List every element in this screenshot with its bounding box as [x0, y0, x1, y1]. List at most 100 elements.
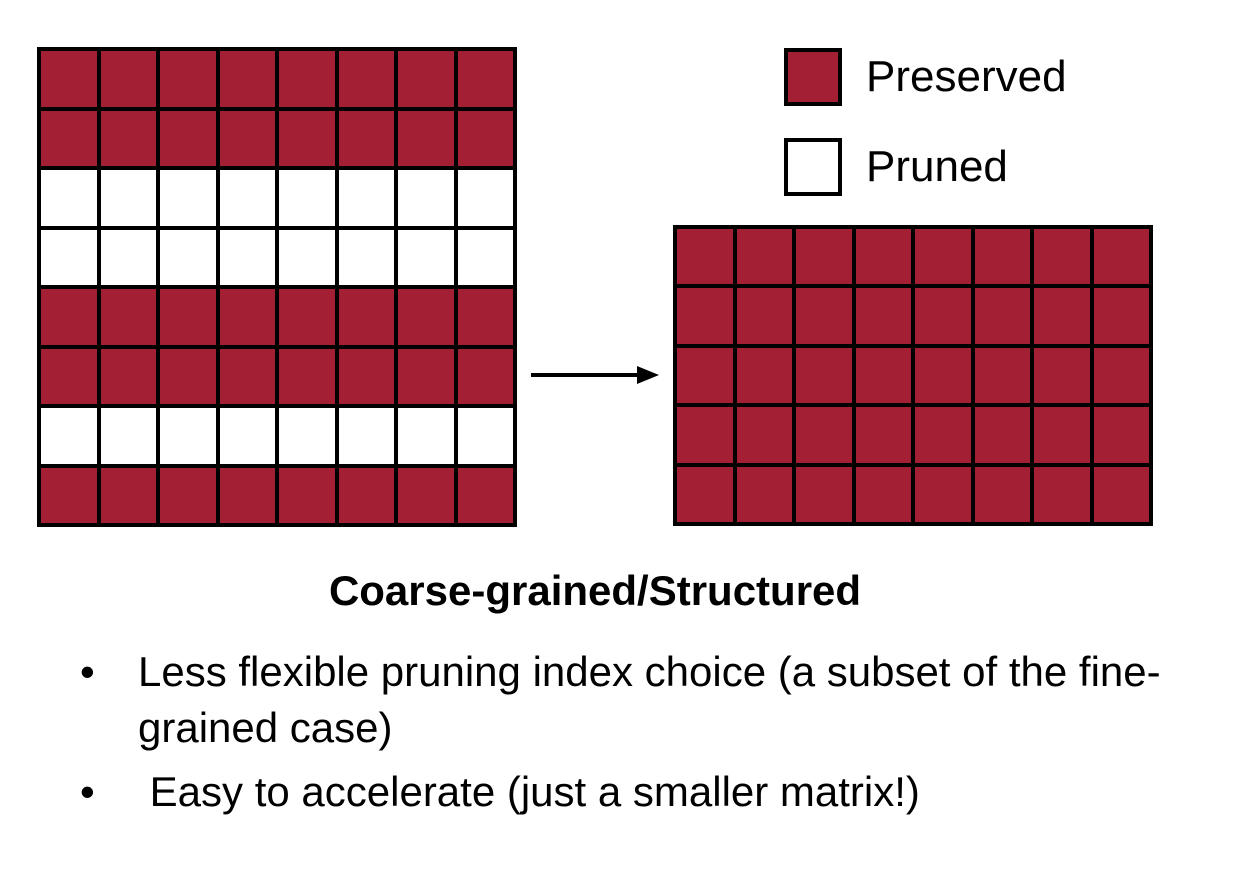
original-matrix-cell-pruned [338, 170, 394, 226]
original-matrix-cell-preserved [279, 289, 335, 345]
original-matrix-cell-pruned [219, 408, 275, 464]
original-matrix-cell-preserved [160, 467, 216, 523]
bullet-text: Easy to accelerate (just a smaller matri… [138, 768, 920, 815]
pruned-matrix-cell-preserved [1034, 347, 1090, 404]
original-matrix-cell-preserved [398, 110, 454, 166]
bullet-text: Less flexible pruning index choice (a su… [138, 648, 1161, 751]
original-matrix-cell-preserved [41, 110, 97, 166]
pruned-matrix-cell-preserved [736, 229, 792, 285]
original-matrix-cell-preserved [41, 467, 97, 523]
pruned-matrix-cell-preserved [796, 466, 852, 522]
original-matrix-cell-pruned [160, 229, 216, 285]
original-matrix-cell-preserved [398, 348, 454, 404]
pruned-matrix-cell-preserved [1093, 288, 1149, 344]
pruned-matrix-cell-preserved [1093, 407, 1149, 463]
original-matrix-cell-pruned [41, 229, 97, 285]
pruned-matrix-cell-preserved [855, 229, 911, 285]
pruned-matrix-cell-preserved [677, 229, 733, 285]
pruned-matrix-cell-preserved [677, 407, 733, 463]
pruned-matrix-cell-preserved [796, 347, 852, 404]
pruned-matrix-cell-preserved [677, 288, 733, 344]
bullet-list: • Less flexible pruning index choice (a … [80, 644, 1180, 828]
pruned-matrix-cell-preserved [1034, 407, 1090, 463]
original-matrix-cell-pruned [457, 408, 513, 464]
pruned-matrix-cell-preserved [855, 407, 911, 463]
original-matrix-cell-pruned [41, 170, 97, 226]
original-matrix-cell-preserved [338, 51, 394, 107]
original-matrix-cell-pruned [338, 408, 394, 464]
original-matrix-cell-pruned [100, 229, 156, 285]
pruned-matrix-cell-preserved [796, 229, 852, 285]
original-matrix-cell-preserved [219, 110, 275, 166]
original-matrix-cell-pruned [279, 408, 335, 464]
original-matrix-cell-preserved [219, 348, 275, 404]
original-matrix-cell-preserved [160, 51, 216, 107]
legend-item-preserved: Preserved [784, 48, 1067, 106]
diagram-caption: Coarse-grained/Structured [328, 567, 862, 614]
original-matrix-cell-preserved [100, 289, 156, 345]
original-matrix-cell-preserved [100, 51, 156, 107]
pruned-matrix-cell-preserved [915, 288, 971, 344]
pruned-matrix-cell-preserved [736, 347, 792, 404]
pruned-matrix-cell-preserved [855, 466, 911, 522]
original-matrix-cell-pruned [100, 408, 156, 464]
original-matrix-cell-preserved [457, 348, 513, 404]
original-matrix-cell-preserved [100, 348, 156, 404]
original-matrix-cell-pruned [338, 229, 394, 285]
arrow-right-icon [531, 366, 659, 384]
original-matrix-cell-preserved [41, 289, 97, 345]
pruned-matrix-cell-preserved [796, 407, 852, 463]
original-matrix-cell-preserved [398, 289, 454, 345]
original-matrix-cell-preserved [279, 348, 335, 404]
bullet-item: • Less flexible pruning index choice (a … [80, 644, 1180, 756]
pruned-matrix-cell-preserved [736, 407, 792, 463]
original-matrix-cell-preserved [457, 110, 513, 166]
bullet-marker: • [80, 768, 95, 815]
pruned-matrix-cell-preserved [1034, 229, 1090, 285]
original-matrix-cell-pruned [279, 170, 335, 226]
pruned-matrix-cell-preserved [1093, 466, 1149, 522]
original-matrix-cell-preserved [338, 467, 394, 523]
pruned-matrix-cell-preserved [974, 229, 1030, 285]
original-matrix-cell-preserved [219, 289, 275, 345]
original-matrix-cell-pruned [457, 229, 513, 285]
pruned-matrix-cell-preserved [1093, 347, 1149, 404]
pruned-matrix-cell-preserved [1034, 288, 1090, 344]
original-matrix-cell-preserved [279, 51, 335, 107]
original-matrix-cell-pruned [398, 408, 454, 464]
pruned-matrix-cell-preserved [915, 347, 971, 404]
legend-swatch-pruned [784, 138, 842, 196]
pruned-matrix-cell-preserved [677, 347, 733, 404]
original-matrix-cell-pruned [219, 229, 275, 285]
pruned-matrix-cell-preserved [796, 288, 852, 344]
pruned-matrix-cell-preserved [855, 288, 911, 344]
original-matrix-cell-preserved [160, 348, 216, 404]
original-matrix-cell-preserved [41, 51, 97, 107]
original-matrix-cell-preserved [41, 348, 97, 404]
original-matrix-cell-preserved [160, 289, 216, 345]
original-matrix-cell-preserved [398, 467, 454, 523]
pruned-matrix-cell-preserved [736, 288, 792, 344]
original-matrix-cell-preserved [219, 51, 275, 107]
pruned-matrix-cell-preserved [677, 466, 733, 522]
bullet-marker: • [80, 648, 95, 695]
original-matrix-cell-pruned [100, 170, 156, 226]
structured-pruned-matrix [673, 225, 1153, 526]
legend-swatch-preserved [784, 48, 842, 106]
pruned-matrix-cell-preserved [915, 466, 971, 522]
original-weight-matrix [37, 47, 517, 527]
original-matrix-cell-pruned [398, 229, 454, 285]
pruned-matrix-cell-preserved [915, 229, 971, 285]
original-matrix-cell-preserved [219, 467, 275, 523]
pruned-matrix-cell-preserved [974, 466, 1030, 522]
original-matrix-cell-preserved [338, 289, 394, 345]
original-matrix-cell-preserved [398, 51, 454, 107]
original-matrix-cell-pruned [41, 408, 97, 464]
pruned-matrix-cell-preserved [974, 288, 1030, 344]
original-matrix-cell-preserved [338, 110, 394, 166]
pruned-matrix-cell-preserved [736, 466, 792, 522]
pruned-matrix-cell-preserved [855, 347, 911, 404]
original-matrix-cell-preserved [457, 289, 513, 345]
pruned-matrix-cell-preserved [1093, 229, 1149, 285]
original-matrix-cell-preserved [279, 110, 335, 166]
